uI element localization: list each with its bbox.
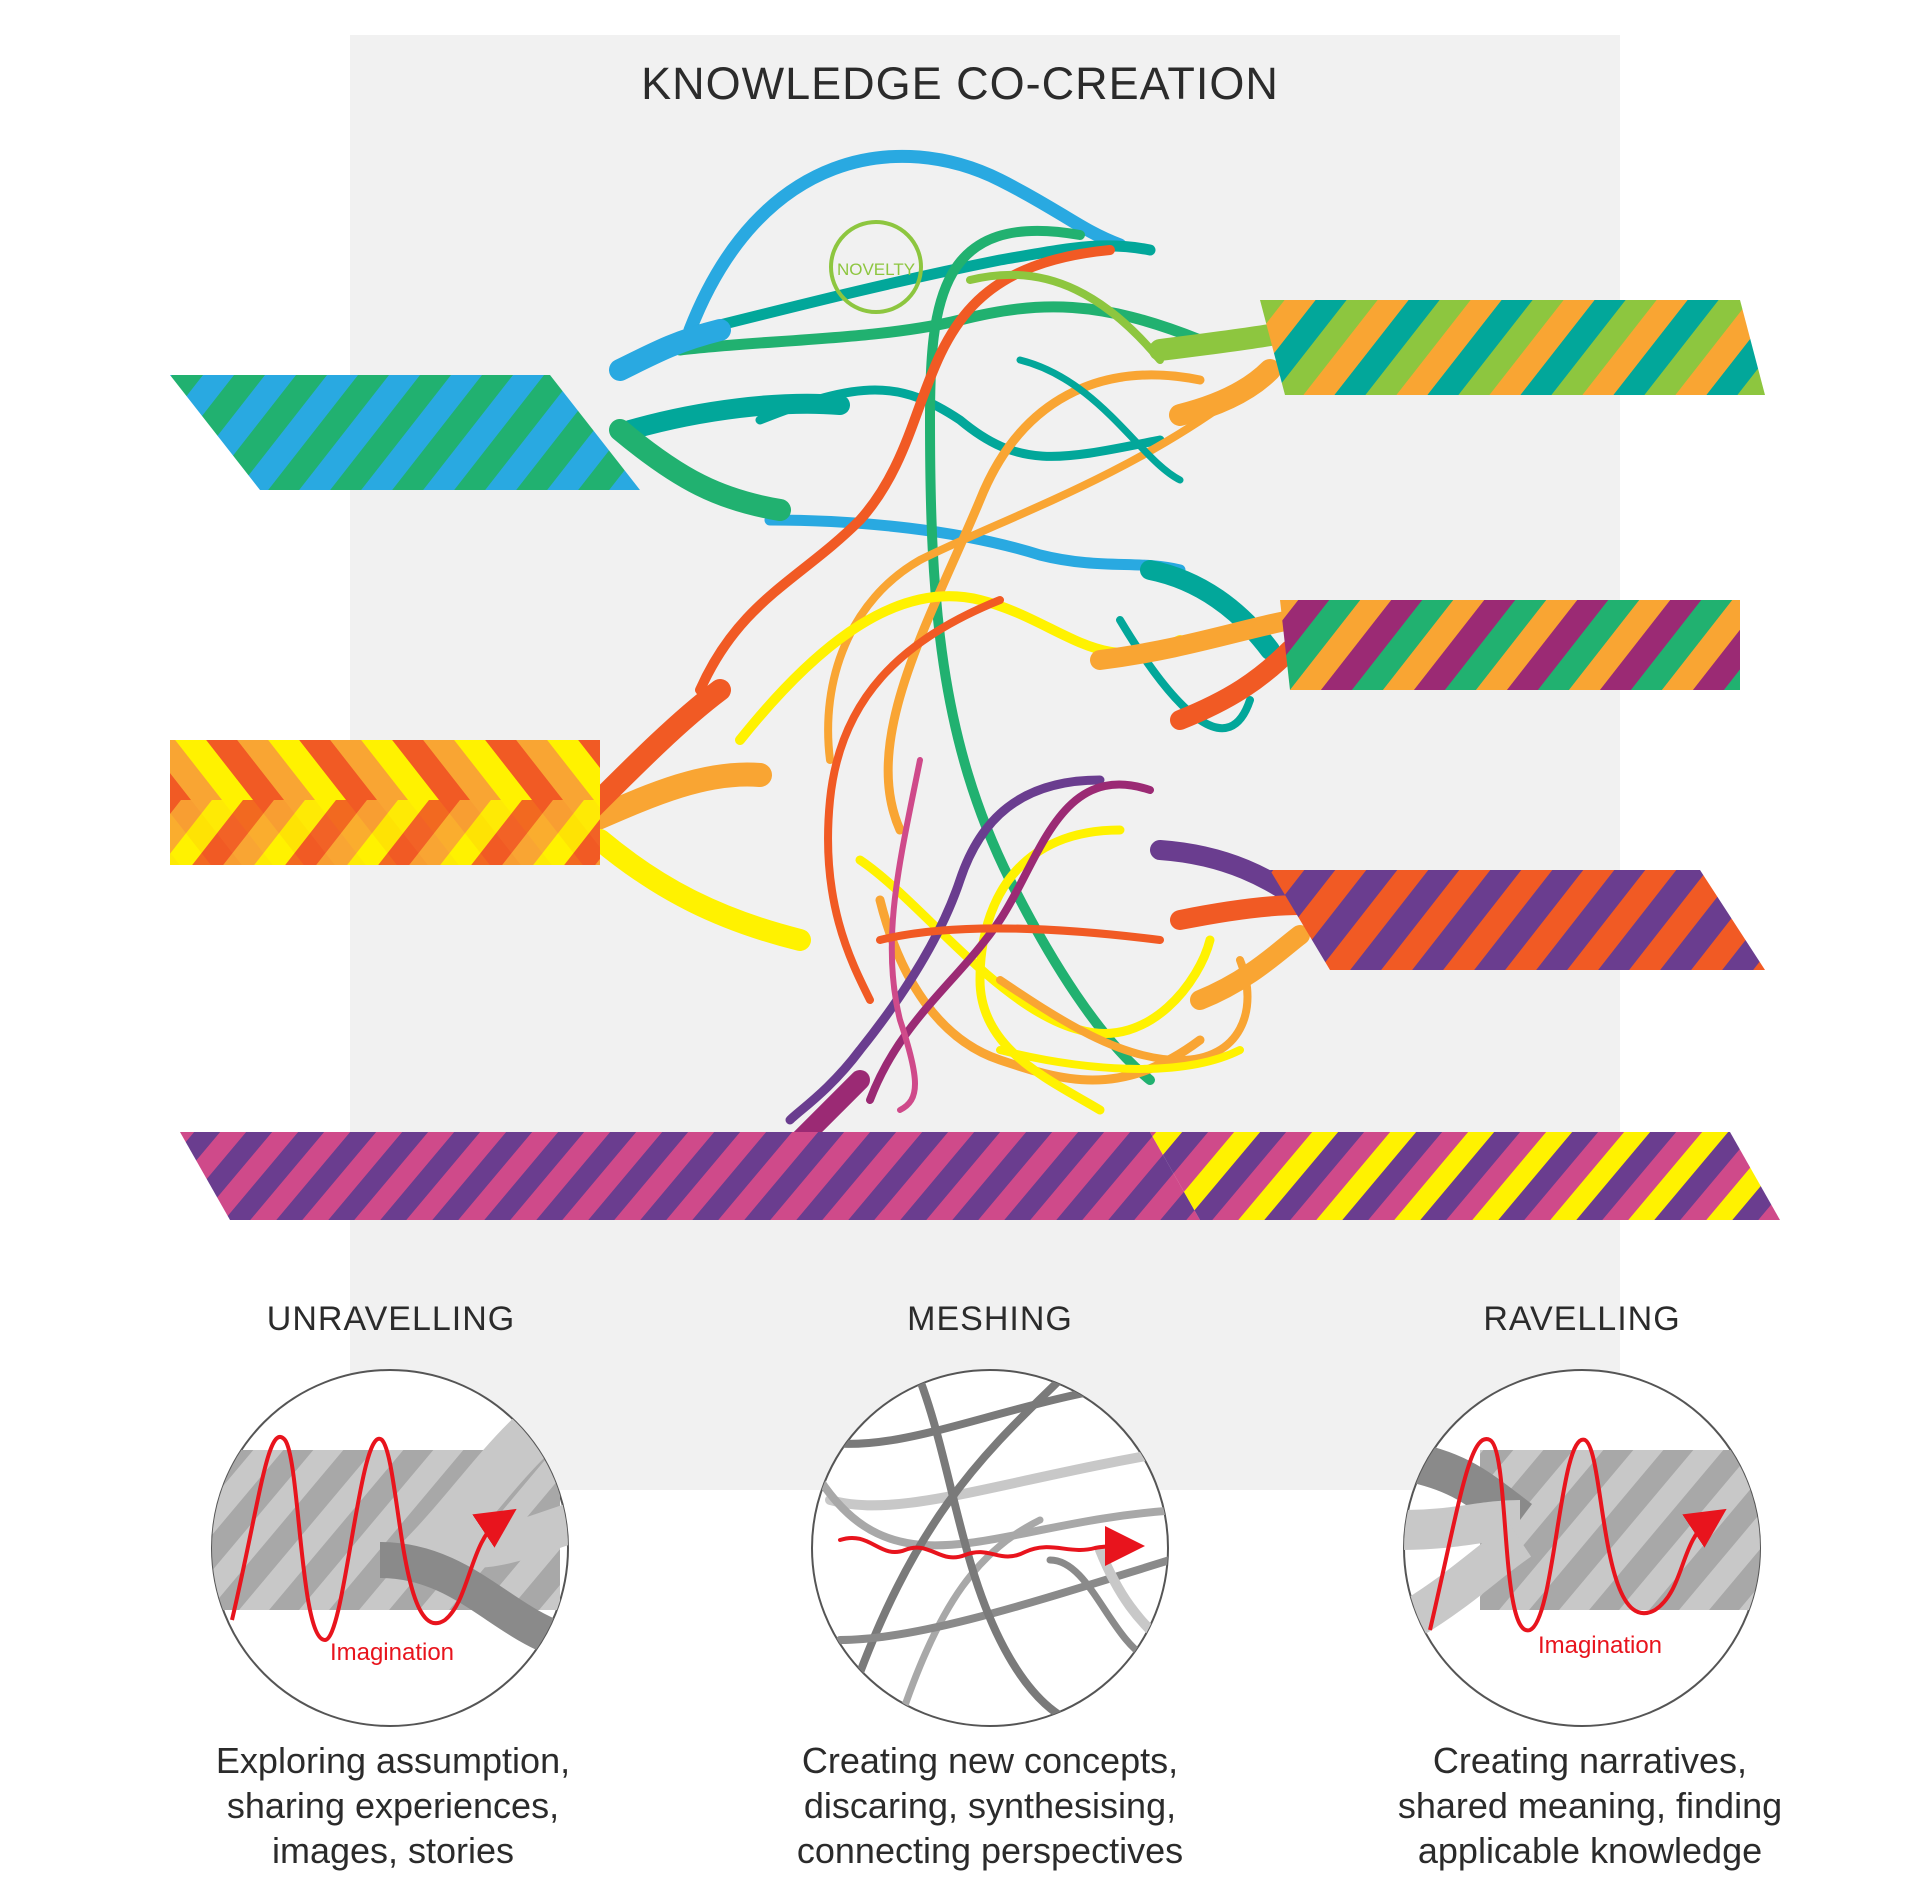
strand-red-2	[824, 596, 1004, 1004]
strand-red-3	[876, 924, 1164, 944]
cable-green-lower	[609, 419, 791, 521]
cable-red-mid-in	[1170, 640, 1300, 730]
loose-strands	[674, 149, 1254, 1125]
rope-right-lower	[1270, 870, 1765, 970]
diagram-title: KNOWLEDGE CO-CREATION	[641, 58, 1279, 109]
description-line: discaring, synthesising,	[803, 1785, 1177, 1826]
strand-orange-4	[996, 956, 1252, 1065]
novelty-circle	[829, 220, 923, 314]
heading-ravelling: RAVELLING	[1483, 1300, 1681, 1338]
cable-orange-right-in	[1169, 359, 1281, 426]
strand-teal-2	[755, 385, 1165, 461]
cable-red-right-in	[1170, 895, 1310, 930]
strand-yellow-3	[975, 825, 1125, 1115]
strand-blue-2	[764, 514, 1186, 576]
strand-blue-1	[683, 149, 1127, 337]
imagination-arrow-3	[1428, 1437, 1727, 1633]
cable-teal-upper	[620, 393, 850, 440]
description-line: shared meaning, finding	[1397, 1785, 1783, 1826]
description-line: sharing experiences,	[226, 1785, 560, 1826]
description-line: images, stories	[271, 1830, 515, 1871]
description-meshing: Creating new concepts, discaring, synthe…	[730, 1738, 1250, 1873]
description-line: applicable knowledge	[1417, 1830, 1763, 1871]
rope-right-mid	[1280, 600, 1740, 690]
cable-orange-right-in2	[1190, 925, 1310, 1010]
strand-lime-1	[966, 270, 1164, 364]
imagination-label-1: Imagination	[330, 1639, 454, 1666]
lens-meshing	[811, 1369, 1169, 1727]
strand-red-1	[695, 245, 1115, 695]
rope-bottom-right	[1150, 1132, 1780, 1220]
novelty-marker: NOVELTY	[829, 220, 923, 314]
description-line: connecting perspectives	[796, 1830, 1184, 1871]
heading-meshing: MESHING	[907, 1300, 1073, 1338]
description-ravelling: Creating narratives, shared meaning, fin…	[1330, 1738, 1850, 1873]
main-ropes	[170, 300, 1780, 1220]
imagination-arrow-2	[838, 1526, 1145, 1567]
cable-yellow-left-out	[589, 829, 811, 951]
novelty-label: NOVELTY	[837, 260, 915, 279]
strand-orange-3	[875, 895, 1205, 1085]
cable-orange-mid-in	[1090, 610, 1300, 670]
description-line: Creating new concepts,	[801, 1740, 1179, 1781]
cable-red-left-out	[569, 679, 731, 831]
rope-bottom-left	[180, 1132, 1200, 1220]
cable-green-right-in	[1149, 324, 1281, 361]
imagination-label-3: Imagination	[1538, 1632, 1662, 1659]
lens-unravelling: Imagination	[211, 1369, 569, 1727]
heading-unravelling: UNRAVELLING	[266, 1300, 516, 1338]
lens-ravelling: Imagination	[1403, 1369, 1761, 1727]
rope-left-mid-lower	[170, 800, 600, 865]
description-line: Exploring assumption,	[215, 1740, 571, 1781]
imagination-arrow-1	[230, 1435, 517, 1643]
strand-teal-5	[1016, 356, 1184, 484]
strand-yellow-4	[996, 1046, 1244, 1073]
strand-teal-1	[694, 240, 1156, 336]
braided-cables	[558, 319, 1310, 1160]
strand-orange-2	[824, 396, 1234, 764]
description-line: Creating narratives,	[1432, 1740, 1748, 1781]
rope-left-top	[170, 375, 640, 490]
strand-purple-1	[785, 775, 1105, 1125]
description-unravelling: Exploring assumption, sharing experience…	[133, 1738, 653, 1873]
cable-blue-upper	[609, 319, 731, 381]
strand-magenta-1	[888, 757, 923, 1113]
strand-orange-1	[883, 370, 1205, 835]
rope-right-top	[1260, 300, 1765, 395]
